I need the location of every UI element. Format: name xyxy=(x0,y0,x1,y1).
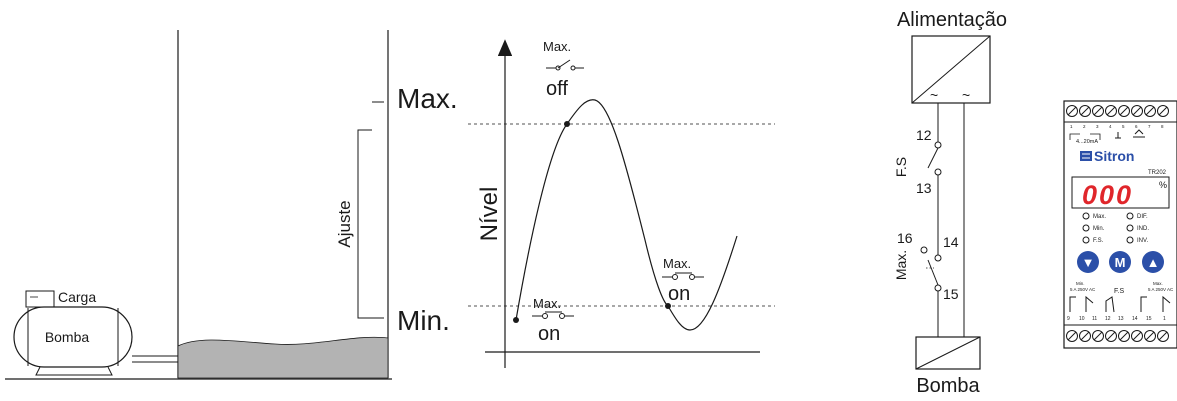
relay-labels: Min. 5 A 250V AC F.S Max. 5 A 250V AC xyxy=(1070,281,1174,295)
svg-text:8: 8 xyxy=(1161,124,1164,129)
min-level-label: Min. xyxy=(397,305,450,336)
svg-text:7: 7 xyxy=(1148,124,1151,129)
relay-contact-symbols xyxy=(1069,295,1171,313)
display-unit: % xyxy=(1159,180,1167,190)
pump-body xyxy=(13,306,133,368)
start-point xyxy=(513,317,519,323)
svg-text:15: 15 xyxy=(1146,316,1152,322)
bottom-terminal-screws xyxy=(1066,330,1169,342)
mode-button[interactable]: M xyxy=(1109,251,1131,273)
ac-symbol-left: ~ xyxy=(930,87,938,103)
svg-text:9: 9 xyxy=(1067,316,1070,322)
svg-text:5 A 250V AC: 5 A 250V AC xyxy=(1148,287,1174,292)
svg-text:12: 12 xyxy=(916,127,932,143)
tank-section: Ajuste Carga Bomba xyxy=(5,30,392,380)
svg-text:Max.: Max. xyxy=(1093,214,1106,220)
power-label: Alimentação xyxy=(897,9,1007,31)
max-wiring-label: Max. xyxy=(893,250,909,280)
current-label: 4...20mA xyxy=(1076,139,1098,145)
fs-contact xyxy=(927,147,939,169)
svg-text:Min.: Min. xyxy=(1093,226,1105,232)
max-level-label: Max. xyxy=(397,83,458,114)
svg-text:DIF.: DIF. xyxy=(1137,214,1148,220)
ajuste-label: Ajuste xyxy=(335,200,354,247)
max-crossing-point xyxy=(564,121,570,127)
terminal-16 xyxy=(920,246,928,254)
top-terminal-screws xyxy=(1066,105,1169,117)
brand-name: Sitron xyxy=(1094,148,1134,164)
svg-text:2: 2 xyxy=(1083,124,1086,129)
terminal-15 xyxy=(934,284,942,292)
svg-text:10: 10 xyxy=(1079,316,1085,322)
svg-text:14: 14 xyxy=(1132,316,1138,322)
up-arrow-icon: ▲ xyxy=(1147,255,1160,270)
switch-peak-label: Max. xyxy=(543,39,571,54)
svg-text:13: 13 xyxy=(916,180,932,196)
svg-text:13: 13 xyxy=(1118,316,1124,322)
switch-peak-state: off xyxy=(546,78,568,100)
device-body xyxy=(1063,100,1177,349)
switch-valley-state: on xyxy=(668,283,690,305)
tank-liquid xyxy=(177,336,389,379)
terminal-12 xyxy=(934,141,942,149)
min-crossing-point xyxy=(665,303,671,309)
svg-text:F.S.: F.S. xyxy=(1093,238,1104,244)
svg-text:11: 11 xyxy=(1092,316,1097,322)
model-label: TR202 xyxy=(1148,170,1167,176)
adjust-bracket xyxy=(357,129,372,319)
svg-text:IND.: IND. xyxy=(1137,226,1149,232)
indicator-leds: Max. Min. F.S. DIF. IND. INV. xyxy=(1082,212,1149,244)
display-value: 000 xyxy=(1082,180,1133,210)
svg-text:1: 1 xyxy=(1163,316,1166,322)
svg-text:15: 15 xyxy=(943,286,959,302)
down-arrow-icon: ▼ xyxy=(1082,255,1095,270)
svg-text:F.S: F.S xyxy=(1114,288,1124,295)
mode-button-label: M xyxy=(1115,255,1126,270)
svg-text:3: 3 xyxy=(1096,124,1099,129)
display-window xyxy=(1071,176,1170,209)
device-tr202: 1 2 3 4 5 6 7 8 4...20mA Sitron TR202 00… xyxy=(1063,100,1177,349)
carga-box xyxy=(25,290,55,308)
carga-label: Carga xyxy=(58,289,96,305)
level-graph: Max. Min. Nível Max. off Max. on xyxy=(397,39,775,368)
top-terminal-numbers: 1 2 3 4 5 6 7 8 xyxy=(1070,124,1164,129)
switch-valley-label: Max. xyxy=(663,256,691,271)
pump-feet xyxy=(35,366,113,376)
ac-symbol-right: ~ xyxy=(962,87,970,103)
switch-start-label: Max. xyxy=(533,296,561,311)
svg-text:Max.: Max. xyxy=(1153,281,1163,286)
svg-text:4: 4 xyxy=(1109,124,1112,129)
max-contact xyxy=(927,259,939,286)
switch-valley-closed: Max. on xyxy=(662,256,704,305)
svg-text:1: 1 xyxy=(1070,124,1073,129)
up-button[interactable]: ▲ xyxy=(1142,251,1164,273)
bottom-terminal-numbers: 9 10 11 12 13 14 15 1 xyxy=(1067,316,1166,322)
svg-text:5: 5 xyxy=(1122,124,1125,129)
switch-start-closed: Max. on xyxy=(532,296,574,345)
down-button[interactable]: ▼ xyxy=(1077,251,1099,273)
svg-text:12: 12 xyxy=(1105,316,1111,322)
svg-text:16: 16 xyxy=(897,230,913,246)
switch-peak-open: Max. off xyxy=(543,39,584,100)
svg-text:14: 14 xyxy=(943,234,959,250)
wiring-diagram: Alimentação ~ ~ 12 13 F.S 14 16 15 Max. … xyxy=(893,9,1007,397)
pump-wiring-label: Bomba xyxy=(916,375,980,397)
svg-text:INV.: INV. xyxy=(1137,238,1148,244)
terminal-14 xyxy=(934,254,942,262)
svg-text:Min.: Min. xyxy=(1076,281,1085,286)
svg-text:5 A 250V AC: 5 A 250V AC xyxy=(1070,287,1096,292)
nivel-axis-label: Nível xyxy=(476,187,503,242)
brand-logo: Sitron xyxy=(1080,148,1134,164)
switch-start-state: on xyxy=(538,323,560,345)
svg-text:6: 6 xyxy=(1135,124,1138,129)
level-curve xyxy=(515,99,738,331)
fs-label: F.S xyxy=(893,157,909,177)
terminal-13 xyxy=(934,168,942,176)
bomba-label: Bomba xyxy=(45,329,90,345)
